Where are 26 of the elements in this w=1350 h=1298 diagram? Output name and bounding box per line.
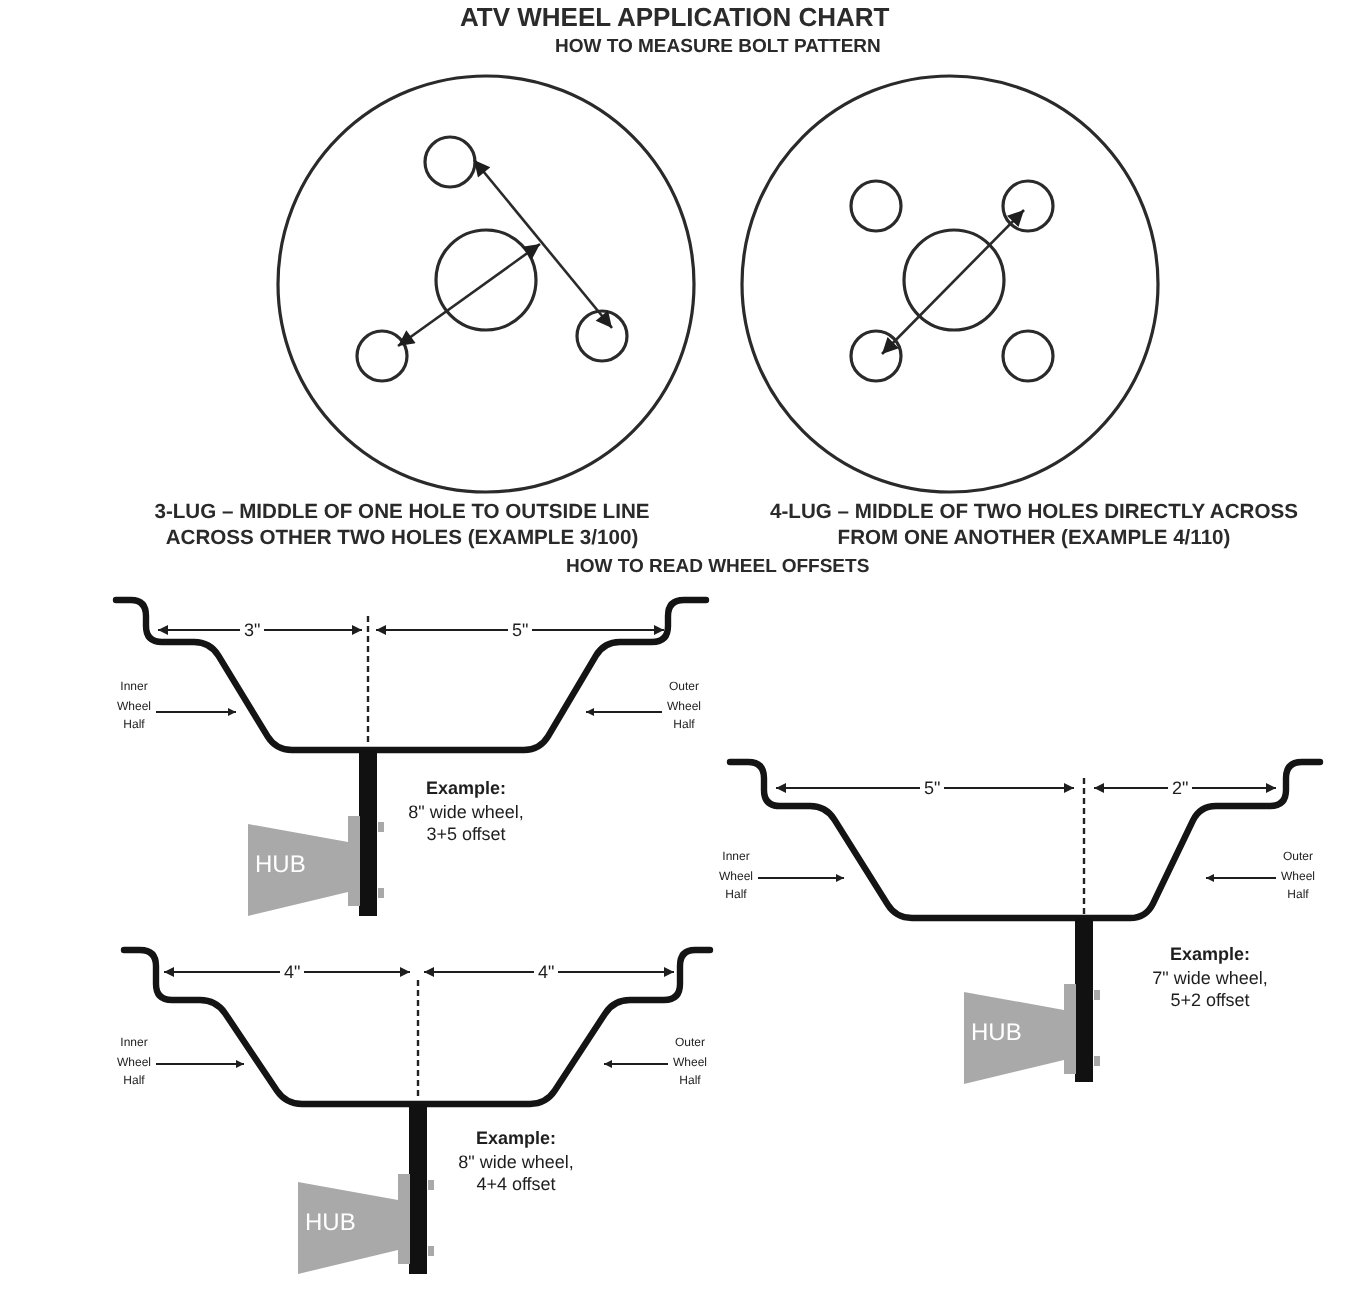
- section-heading: HOW TO MEASURE BOLT PATTERN: [555, 36, 881, 60]
- caption-text: 3-LUG – MIDDLE OF ONE HOLE TO OUTSIDE LINE ACROSS OTHER TWO HOLES (EXAMPLE 3/100): [152, 500, 652, 552]
- hub-shape: [963, 984, 1099, 1084]
- example-note: Example: 8" wide wheel, 4+4 offset: [456, 1128, 576, 1197]
- leader-arrow: [585, 708, 663, 716]
- leader-arrow: [603, 1060, 669, 1068]
- dimension-label: 4": [280, 962, 305, 982]
- hub-shape: [297, 1174, 433, 1274]
- example-note: Example: 7" wide wheel, 5+2 offset: [1150, 944, 1270, 1013]
- hub-label: HUB: [971, 1018, 1022, 1046]
- hub-label: HUB: [255, 850, 306, 878]
- chart-title: ATV WHEEL APPLICATION CHART: [460, 2, 890, 32]
- dimension-label: 4": [534, 962, 559, 982]
- caption-text: 4-LUG – MIDDLE OF TWO HOLES DIRECTLY ACROSS FROM ONE ANOTHER (EXAMPLE 4/110): [768, 500, 1300, 552]
- leader-arrow: [757, 874, 845, 882]
- dimension-label: 5": [508, 620, 533, 640]
- dimension-label: 2": [1168, 778, 1193, 798]
- hub-shape: [247, 816, 383, 916]
- leader-arrow: [1205, 874, 1277, 882]
- hub-label: HUB: [305, 1208, 356, 1236]
- dimension-label: 5": [920, 778, 945, 798]
- section-heading: HOW TO READ WHEEL OFFSETS: [566, 556, 870, 580]
- dimension-label: 3": [240, 620, 265, 640]
- example-note: Example: 8" wide wheel, 3+5 offset: [406, 778, 526, 847]
- leader-arrow: [155, 1060, 245, 1068]
- leader-arrow: [155, 708, 237, 716]
